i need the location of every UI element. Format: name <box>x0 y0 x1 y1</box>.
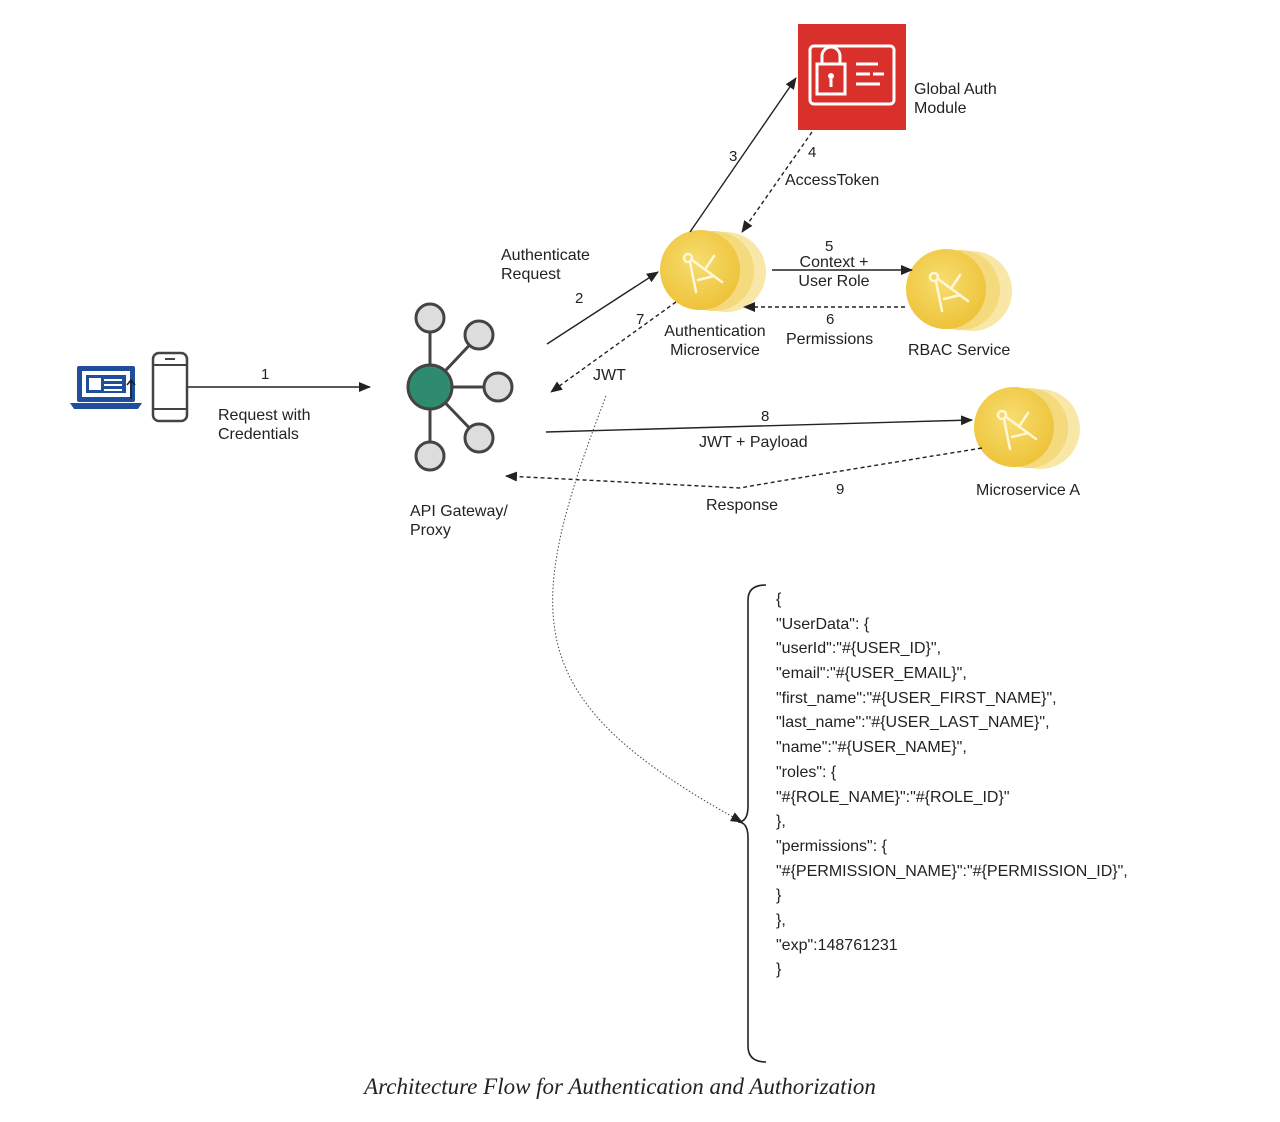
jwt-payload-block: { "UserData": { "userId":"#{USER_ID}", "… <box>776 588 1128 983</box>
edge-3-step: 3 <box>729 148 738 165</box>
edge-5-step: 5 <box>825 238 834 255</box>
payload-line: "exp":148761231 <box>776 936 898 954</box>
edge-9 <box>505 447 983 489</box>
payload-line: "UserData": { <box>776 615 870 633</box>
compass-icon <box>906 249 1012 331</box>
api-gateway-icon <box>406 302 514 472</box>
payload-line: "#{PERMISSION_NAME}":"#{PERMISSION_ID}", <box>776 862 1128 880</box>
global-auth-label: Global Auth Module <box>914 81 997 117</box>
edge-7-label: JWT <box>593 367 626 384</box>
laptop-icon <box>70 366 142 409</box>
edge-9-label: Response <box>706 497 779 514</box>
edge-6-label: Permissions <box>786 331 874 348</box>
edge-4-step: 4 <box>808 144 817 161</box>
payload-line: "permissions": { <box>776 837 887 855</box>
edge-4 <box>741 131 813 233</box>
rbac-label: RBAC Service <box>908 342 1011 359</box>
compass-icon <box>660 230 766 312</box>
payload-line: { <box>776 591 782 608</box>
edge-8-step: 8 <box>761 408 770 425</box>
payload-line: "userId":"#{USER_ID}", <box>776 640 942 658</box>
payload-brace <box>737 584 767 1063</box>
id-card-lock-icon <box>798 24 906 130</box>
jwt-to-payload-connector <box>552 395 743 823</box>
auth-service-label: Authentication Microservice <box>664 323 766 359</box>
edge-2 <box>546 271 659 345</box>
edge-9-step: 9 <box>836 481 845 498</box>
payload-line: "first_name":"#{USER_FIRST_NAME}", <box>776 689 1057 707</box>
payload-line: "last_name":"#{USER_LAST_NAME}", <box>776 714 1050 732</box>
edge-8-label: JWT + Payload <box>699 434 808 451</box>
payload-line: }, <box>776 911 786 929</box>
payload-line: "#{ROLE_NAME}":"#{ROLE_ID}" <box>776 788 1010 806</box>
phone-icon <box>151 351 189 423</box>
payload-line: } <box>776 961 782 979</box>
edge-8 <box>545 415 973 433</box>
edge-7 <box>550 301 677 393</box>
compass-icon <box>974 387 1080 469</box>
edge-5-label: Context + User Role <box>798 254 870 290</box>
edge-6-step: 6 <box>826 311 835 328</box>
payload-line: } <box>776 887 782 905</box>
gateway-label: API Gateway/ Proxy <box>410 503 508 539</box>
edge-4-label: AccessToken <box>785 172 880 189</box>
edge-2-label: Authenticate Request <box>501 247 590 283</box>
edge-1-step: 1 <box>261 366 270 383</box>
payload-line: "email":"#{USER_EMAIL}", <box>776 665 967 683</box>
edge-1-label: Request with Credentials <box>218 407 311 443</box>
payload-line: "roles": { <box>776 763 837 781</box>
payload-line: }, <box>776 813 786 831</box>
edge-7-step: 7 <box>636 311 645 328</box>
payload-line: "name":"#{USER_NAME}", <box>776 739 967 757</box>
edge-2-step: 2 <box>575 290 584 307</box>
figure-caption: Architecture Flow for Authentication and… <box>364 1074 876 1099</box>
microservice-a-label: Microservice A <box>976 482 1081 499</box>
edge-3 <box>689 77 797 233</box>
